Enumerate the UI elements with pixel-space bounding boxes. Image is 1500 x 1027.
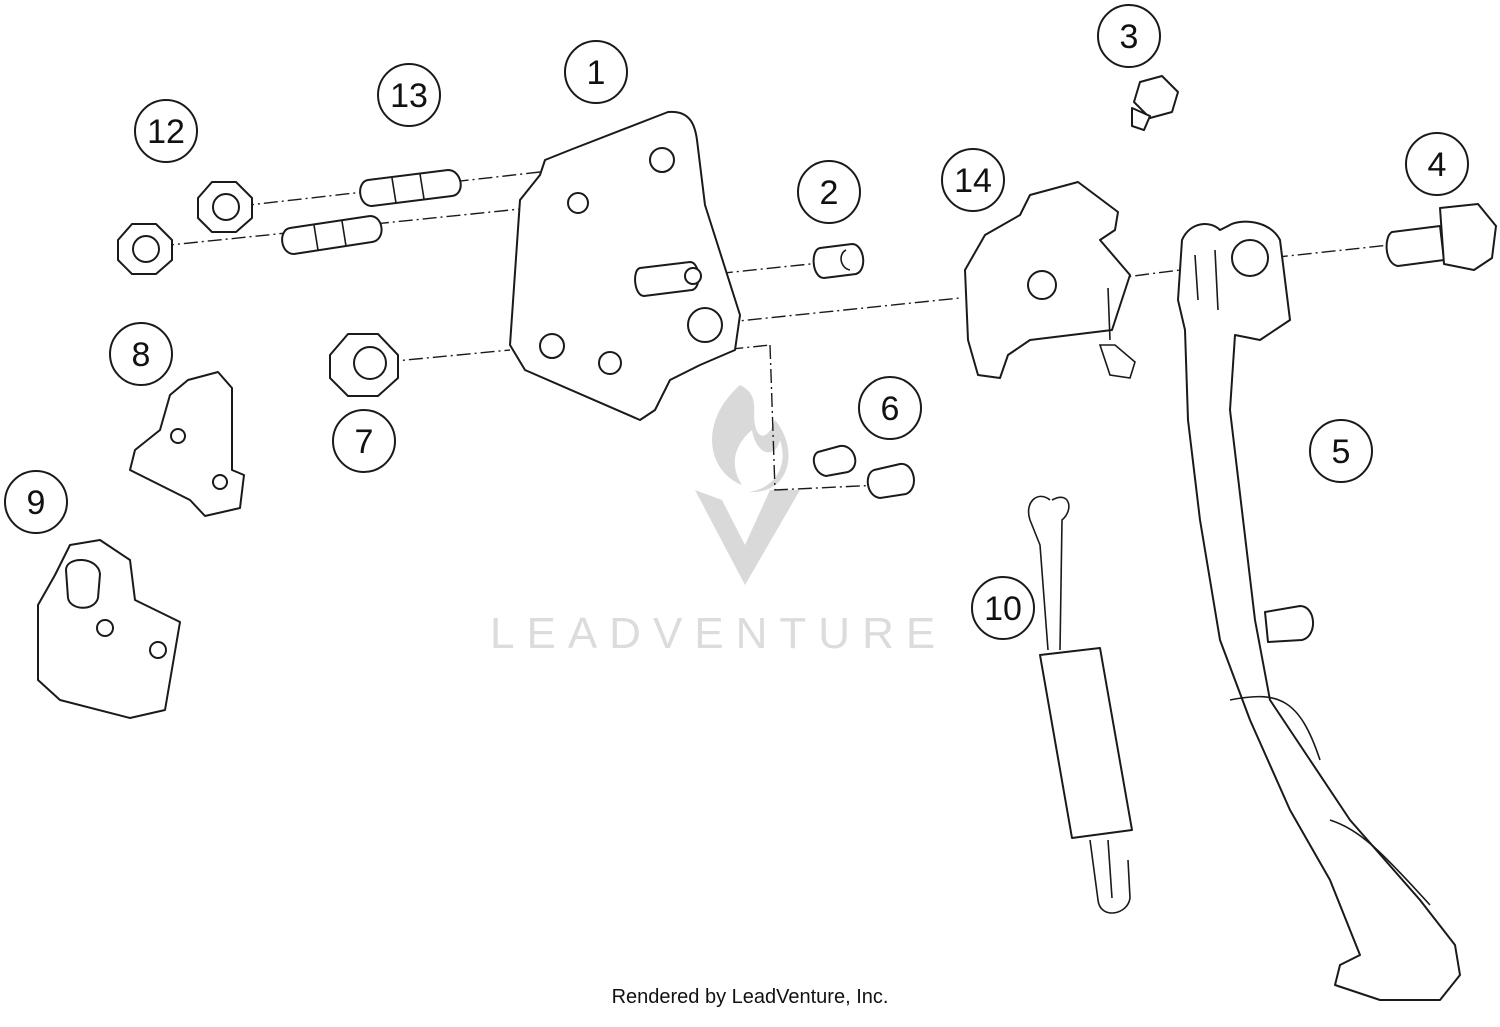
watermark-text: LEADVENTURE bbox=[490, 609, 947, 658]
part-8-holder bbox=[129, 371, 245, 517]
part-9-cover bbox=[37, 539, 181, 719]
part-13-spacers bbox=[281, 169, 462, 255]
callout-8: 8 bbox=[109, 322, 173, 386]
callout-14-label: 14 bbox=[954, 162, 992, 200]
callout-4: 4 bbox=[1405, 132, 1469, 196]
callout-1: 1 bbox=[564, 40, 628, 104]
callout-4-label: 4 bbox=[1428, 146, 1447, 184]
callout-7: 7 bbox=[332, 409, 396, 473]
callout-6: 6 bbox=[858, 376, 922, 440]
part-4-pivot-bolt bbox=[1385, 203, 1497, 271]
part-5-side-stand bbox=[1177, 220, 1461, 1001]
callout-10-label: 10 bbox=[984, 590, 1022, 628]
callout-9-label: 9 bbox=[27, 484, 46, 522]
callout-6-label: 6 bbox=[881, 390, 900, 428]
callout-12: 12 bbox=[134, 99, 198, 163]
part-12-nuts bbox=[117, 181, 253, 275]
callout-8-label: 8 bbox=[132, 336, 151, 374]
callout-3-label: 3 bbox=[1120, 18, 1139, 56]
callout-13-label: 13 bbox=[390, 77, 428, 115]
part-2-clip bbox=[812, 243, 865, 279]
part-14-switch-bracket bbox=[964, 181, 1136, 379]
callout-7-label: 7 bbox=[355, 423, 374, 461]
callout-12-label: 12 bbox=[147, 113, 185, 151]
part-1-mounting-plate bbox=[509, 110, 741, 421]
callout-9: 9 bbox=[4, 470, 68, 534]
callout-13: 13 bbox=[377, 63, 441, 127]
part-10-spring bbox=[1027, 495, 1133, 914]
part-3-bolt bbox=[1131, 75, 1179, 131]
callout-2: 2 bbox=[797, 160, 861, 224]
part-6-screws bbox=[812, 444, 915, 499]
callout-3: 3 bbox=[1097, 4, 1161, 68]
watermark-logo bbox=[695, 385, 800, 585]
callout-2-label: 2 bbox=[820, 174, 839, 212]
callout-5: 5 bbox=[1309, 419, 1373, 483]
part-7-nut bbox=[329, 333, 399, 397]
footer-credit: Rendered by LeadVenture, Inc. bbox=[612, 986, 889, 1008]
callout-1-label: 1 bbox=[587, 54, 606, 92]
callout-14: 14 bbox=[941, 148, 1005, 212]
callout-5-label: 5 bbox=[1332, 433, 1351, 471]
callout-10: 10 bbox=[971, 576, 1035, 640]
